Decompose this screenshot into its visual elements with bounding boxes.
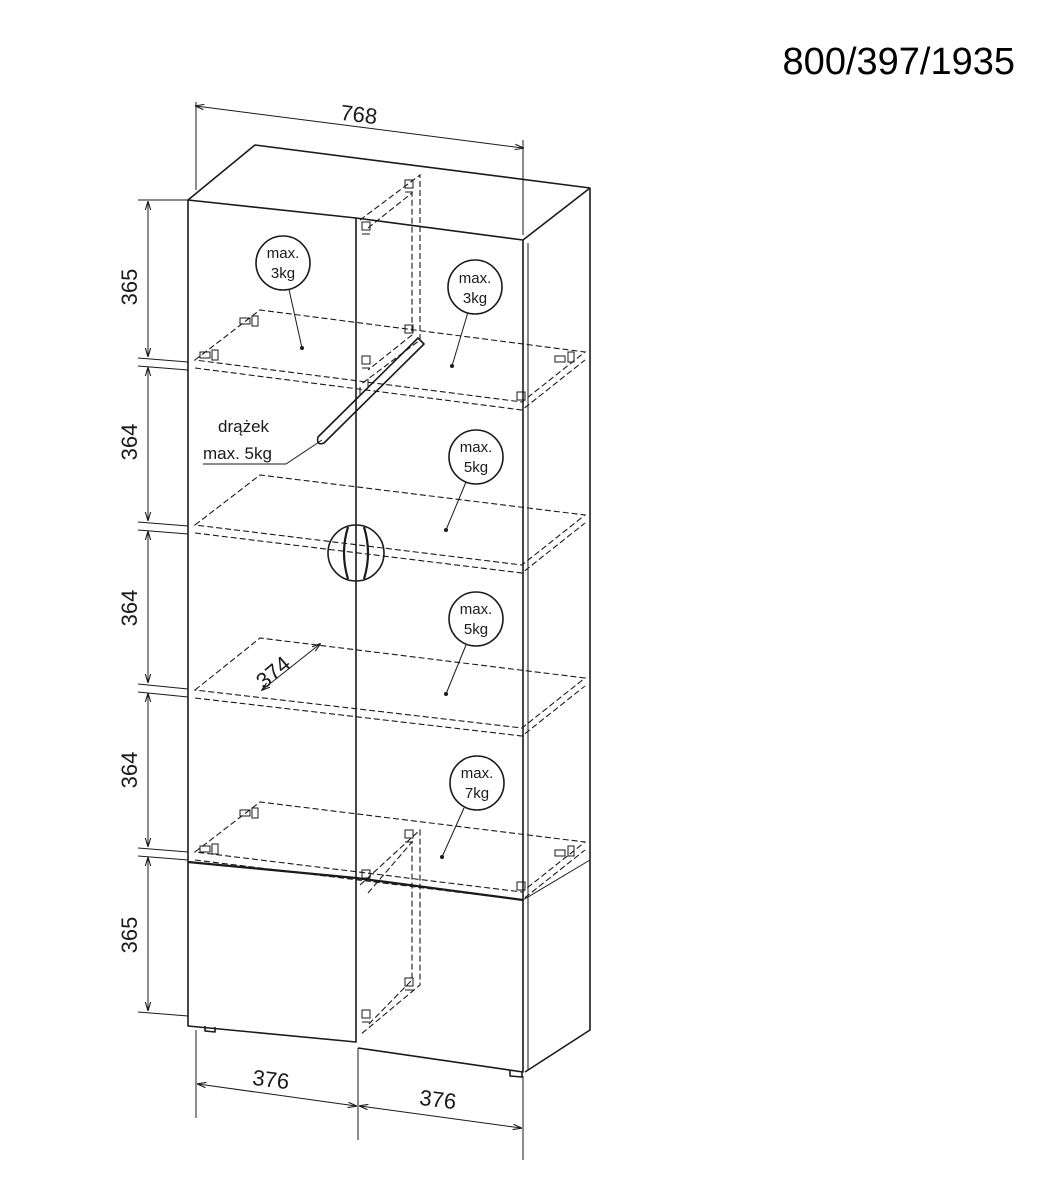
load-badge-1: max. 3kg — [255, 235, 311, 350]
load-badge-4: max. 5kg — [444, 591, 504, 696]
dim-height-5: 365 — [117, 917, 142, 954]
dim-shelf-depth-label: 374 — [251, 651, 295, 694]
dim-height-2: 364 — [117, 424, 142, 461]
hanging-rail — [316, 337, 425, 445]
badge-5-line1: max. — [461, 765, 494, 782]
badge-4-line2: 5kg — [464, 621, 488, 638]
badge-1-line2: 3kg — [271, 265, 295, 282]
badge-2-line1: max. — [459, 270, 492, 287]
shelves — [193, 173, 587, 1036]
rail-label-line1: drążek — [218, 417, 270, 436]
load-badge-3: max. 5kg — [444, 429, 504, 532]
dim-top-width-label: 768 — [339, 100, 378, 129]
dim-bottom-left: 376 — [251, 1065, 290, 1094]
badge-4-line1: max. — [460, 601, 493, 618]
rail-callout: drążek max. 5kg — [203, 417, 323, 465]
badge-3-line1: max. — [460, 439, 493, 456]
dim-bottom-right: 376 — [418, 1085, 457, 1114]
dimension-shelf-depth: 374 — [251, 644, 320, 694]
cabinet-outline — [187, 144, 591, 1078]
hinge-brackets — [199, 179, 575, 1023]
badge-2-line2: 3kg — [463, 290, 487, 307]
dim-height-1: 365 — [117, 269, 142, 306]
dim-height-3: 364 — [117, 590, 142, 627]
dimension-bottom-widths: 376 376 — [195, 1030, 524, 1160]
badge-5-line2: 7kg — [465, 785, 489, 802]
dim-height-4: 364 — [117, 752, 142, 789]
load-badge-5: max. 7kg — [440, 755, 505, 859]
load-badge-2: max. 3kg — [447, 259, 503, 368]
door-handle — [327, 524, 385, 582]
badge-3-line2: 5kg — [464, 459, 488, 476]
dimension-heights: 365 364 364 364 365 — [117, 199, 189, 1017]
dimension-top-width: 768 — [196, 100, 523, 235]
rail-label-line2: max. 5kg — [203, 444, 272, 463]
badge-1-line1: max. — [267, 245, 300, 262]
product-dimensions: 800/397/1935 — [783, 41, 1015, 83]
